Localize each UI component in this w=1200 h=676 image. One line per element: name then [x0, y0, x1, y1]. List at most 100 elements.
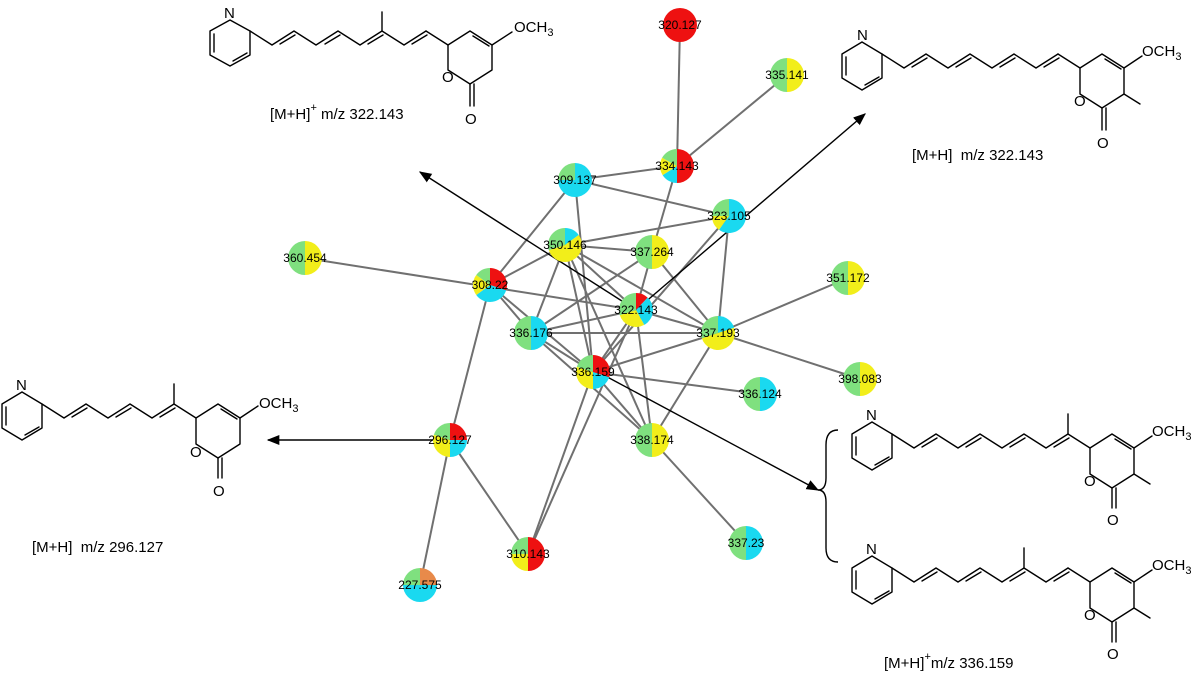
- network-edge: [592, 371, 761, 395]
- node-pie-slice: [662, 166, 677, 183]
- network-node: 350.146: [543, 228, 587, 262]
- ring-o-label: O: [1084, 607, 1096, 624]
- node-pie-slice: [420, 568, 437, 585]
- node-pie-slice: [652, 423, 669, 457]
- structure-bottom-right-a: N O O OCH3: [851, 407, 1191, 529]
- node-pie-slice: [636, 293, 648, 310]
- ring-o-label: O: [1074, 93, 1086, 110]
- node-label: 337.264: [630, 245, 674, 259]
- node-pie-slice: [565, 228, 579, 245]
- network-edge: [564, 244, 653, 441]
- arrow-to-bottom-right-structure: [597, 371, 820, 491]
- pyridine-n-label: N: [16, 377, 27, 394]
- node-pie-slice: [403, 568, 420, 585]
- node-pie-slice: [514, 316, 531, 350]
- carbonyl-o-label: O: [213, 483, 225, 500]
- node-pie-slice: [288, 241, 305, 275]
- node-pie-slice: [718, 316, 735, 333]
- node-pie-slice: [433, 423, 450, 440]
- node-pie-slice: [635, 235, 652, 269]
- arrow-to-top-left-structure: [418, 171, 637, 311]
- network-node: 337.193: [696, 316, 740, 351]
- node-pie-slice: [450, 440, 467, 457]
- network-node: 337.264: [630, 235, 674, 269]
- node-pie-slice: [511, 537, 528, 554]
- network-edge: [527, 309, 637, 555]
- network-edge: [651, 251, 719, 334]
- network-node: 351.172: [826, 261, 870, 295]
- node-pie-slice: [618, 293, 636, 316]
- node-pie-slice: [476, 268, 490, 285]
- node-label: 320.127: [658, 18, 702, 32]
- pyridine-n-label: N: [866, 407, 877, 424]
- node-pie-slice: [701, 316, 718, 339]
- network-node: 335.141: [765, 58, 809, 92]
- node-pie-slice: [659, 157, 677, 176]
- node-pie-slice: [860, 362, 877, 396]
- network-edge: [530, 309, 637, 334]
- node-label: 337.23: [728, 536, 765, 550]
- node-pie-slice: [576, 366, 593, 389]
- pyridine-n-label: N: [866, 541, 877, 558]
- node-label: 337.193: [696, 326, 740, 340]
- node-label: 338.174: [630, 433, 674, 447]
- caption-top-right: [M+H] m/z 322.143: [912, 147, 1043, 164]
- network-edge: [564, 215, 730, 246]
- node-label: 351.172: [826, 271, 870, 285]
- caption-left: [M+H] m/z 296.127: [32, 539, 163, 556]
- arrow-to-top-right-structure: [635, 113, 866, 311]
- node-label: 336.124: [738, 387, 782, 401]
- node-pie-slice: [712, 199, 729, 216]
- network-edge: [530, 251, 653, 334]
- node-pie-slice: [450, 423, 467, 440]
- node-pie-slice: [719, 199, 747, 233]
- node-pie-slice: [531, 316, 548, 350]
- network-node: 336.159: [571, 355, 615, 389]
- node-pie-slice: [473, 275, 490, 295]
- node-pie-slice: [403, 585, 437, 602]
- pyridine-n-label: N: [224, 5, 235, 22]
- node-pie-slice: [619, 310, 645, 327]
- node-pie-slice: [476, 285, 507, 302]
- network-edge: [574, 179, 730, 217]
- node-pie-slice: [712, 216, 729, 230]
- node-pie-slice: [831, 261, 848, 295]
- annotation-arrows: [266, 113, 866, 563]
- network-edge: [527, 371, 594, 555]
- network-node: 308.22: [472, 268, 509, 302]
- node-pie-slice: [511, 554, 528, 571]
- network-node: 310.143: [506, 537, 550, 571]
- node-pie-slice: [677, 149, 694, 183]
- node-label: 336.176: [509, 326, 553, 340]
- carbonyl-o-label: O: [1107, 646, 1119, 663]
- network-edge: [592, 332, 719, 373]
- node-label: 350.146: [543, 238, 587, 252]
- network-edge: [574, 165, 678, 181]
- structure-top-left: N O O OCH3: [209, 5, 553, 128]
- network-node: 296.127: [428, 423, 472, 457]
- node-label: 322.143: [614, 303, 658, 317]
- network-edge: [592, 215, 730, 373]
- node-pie-slice: [558, 163, 575, 180]
- node-pie-slice: [576, 355, 593, 372]
- node-pie-slice: [593, 355, 610, 378]
- network-edge: [635, 309, 653, 441]
- node-label: 308.22: [472, 278, 509, 292]
- node-pie-slice: [760, 377, 777, 411]
- node-label: 336.159: [571, 365, 615, 379]
- node-label: 398.083: [838, 372, 882, 386]
- node-pie-slice: [729, 526, 746, 560]
- ring-o-label: O: [1084, 473, 1096, 490]
- node-label: 360.454: [283, 251, 327, 265]
- network-node: 320.127: [658, 8, 702, 42]
- network-node: 336.124: [738, 377, 782, 411]
- network-node: 334.143: [655, 149, 699, 183]
- network-node: 323.105: [707, 199, 751, 233]
- methoxy-label: OCH3: [1142, 43, 1181, 63]
- structure-brace: [817, 429, 839, 563]
- node-pie-slice: [746, 526, 763, 560]
- node-pie-slice: [490, 268, 507, 291]
- structure-left: N O O OCH3: [1, 377, 298, 500]
- caption-bottom-right: [M+H]+m/z 336.159: [884, 651, 1013, 672]
- network-edge: [651, 332, 719, 441]
